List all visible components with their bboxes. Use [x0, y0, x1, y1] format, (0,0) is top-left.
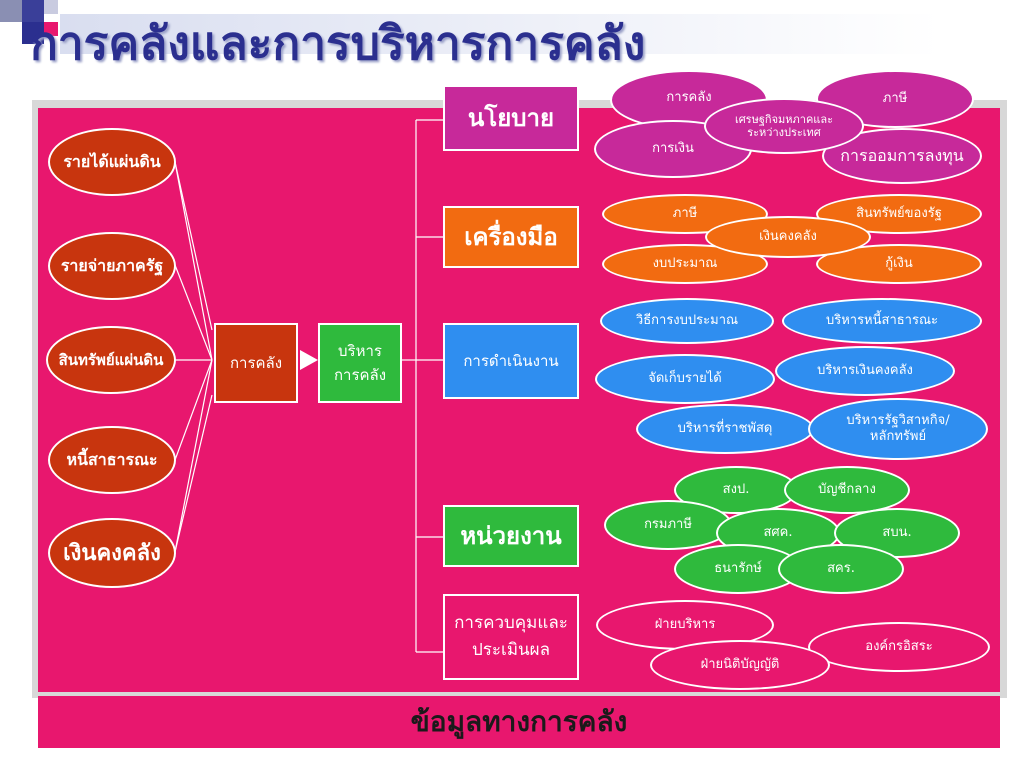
agency-revenue-department: กรมภาษี [604, 500, 732, 550]
tools-budget: งบประมาณ [602, 244, 768, 284]
category-policy: นโยบาย [443, 85, 579, 151]
ops-soe-securities-management: บริหารรัฐวิสาหกิจ/ หลักทรัพย์ [808, 398, 988, 460]
decor-title-band [60, 14, 940, 54]
node-state-assets: สินทรัพย์แผ่นดิน [46, 326, 176, 394]
node-fiscal: การคลัง [214, 323, 298, 403]
ops-soe-line2: หลักทรัพย์ [869, 429, 927, 444]
decor-square-pink [44, 22, 58, 36]
policy-macro-economy-line2: ระหว่างประเทศ [747, 126, 821, 139]
decor-square-grey [0, 0, 22, 22]
node-public-debt: หนี้สาธารณะ [48, 426, 176, 494]
category-tools: เครื่องมือ [443, 206, 579, 268]
node-fiscal-management-line1: บริหาร [338, 342, 382, 360]
category-operations: การดำเนินงาน [443, 323, 579, 399]
ops-revenue-collection: จัดเก็บรายได้ [595, 354, 775, 404]
policy-macro-economy: เศรษฐกิจมหภาคและ ระหว่างประเทศ [704, 98, 864, 154]
ops-soe-line1: บริหารรัฐวิสาหกิจ/ [846, 413, 950, 429]
category-control-line1: การควบคุมและ [454, 612, 568, 633]
control-legislative: ฝ่ายนิติบัญญัติ [650, 640, 830, 690]
decor-square-blue [22, 0, 44, 22]
category-agencies: หน่วยงาน [443, 505, 579, 567]
arrow-right-icon [300, 350, 318, 370]
tools-tax: ภาษี [602, 194, 768, 234]
node-fiscal-management-line2: การคลัง [333, 366, 387, 384]
decor-square-light [44, 0, 58, 14]
tools-borrowing: กู้เงิน [816, 244, 982, 284]
decor-square-navy [22, 22, 44, 44]
ops-budget-method: วิธีการงบประมาณ [600, 298, 774, 344]
node-state-expenditure: รายจ่ายภาครัฐ [48, 232, 176, 300]
ops-state-property-management: บริหารที่ราชพัสดุ [636, 404, 814, 454]
agency-soe-policy-office: สคร. [778, 544, 904, 594]
ops-treasury-management: บริหารเงินคงคลัง [775, 346, 955, 396]
control-independent-bodies: องค์กรอิสระ [808, 622, 990, 672]
node-fiscal-management: บริหาร การคลัง [318, 323, 402, 403]
category-control: การควบคุมและ ประเมินผล [443, 594, 579, 680]
policy-macro-economy-line1: เศรษฐกิจมหภาคและ [734, 112, 834, 126]
ops-public-debt-management: บริหารหนี้สาธารณะ [782, 298, 982, 344]
fiscal-information-bar: ข้อมูลทางการคลัง [38, 696, 1000, 748]
agency-comptroller-general: บัญชีกลาง [784, 466, 910, 514]
node-state-revenue: รายได้แผ่นดิน [48, 128, 176, 196]
node-treasury-reserve: เงินคงคลัง [48, 518, 176, 588]
category-control-line2: ประเมินผล [471, 640, 551, 660]
tools-treasury-reserve: เงินคงคลัง [705, 216, 871, 258]
page-title: การคลังและการบริหารการคลัง [30, 16, 646, 70]
